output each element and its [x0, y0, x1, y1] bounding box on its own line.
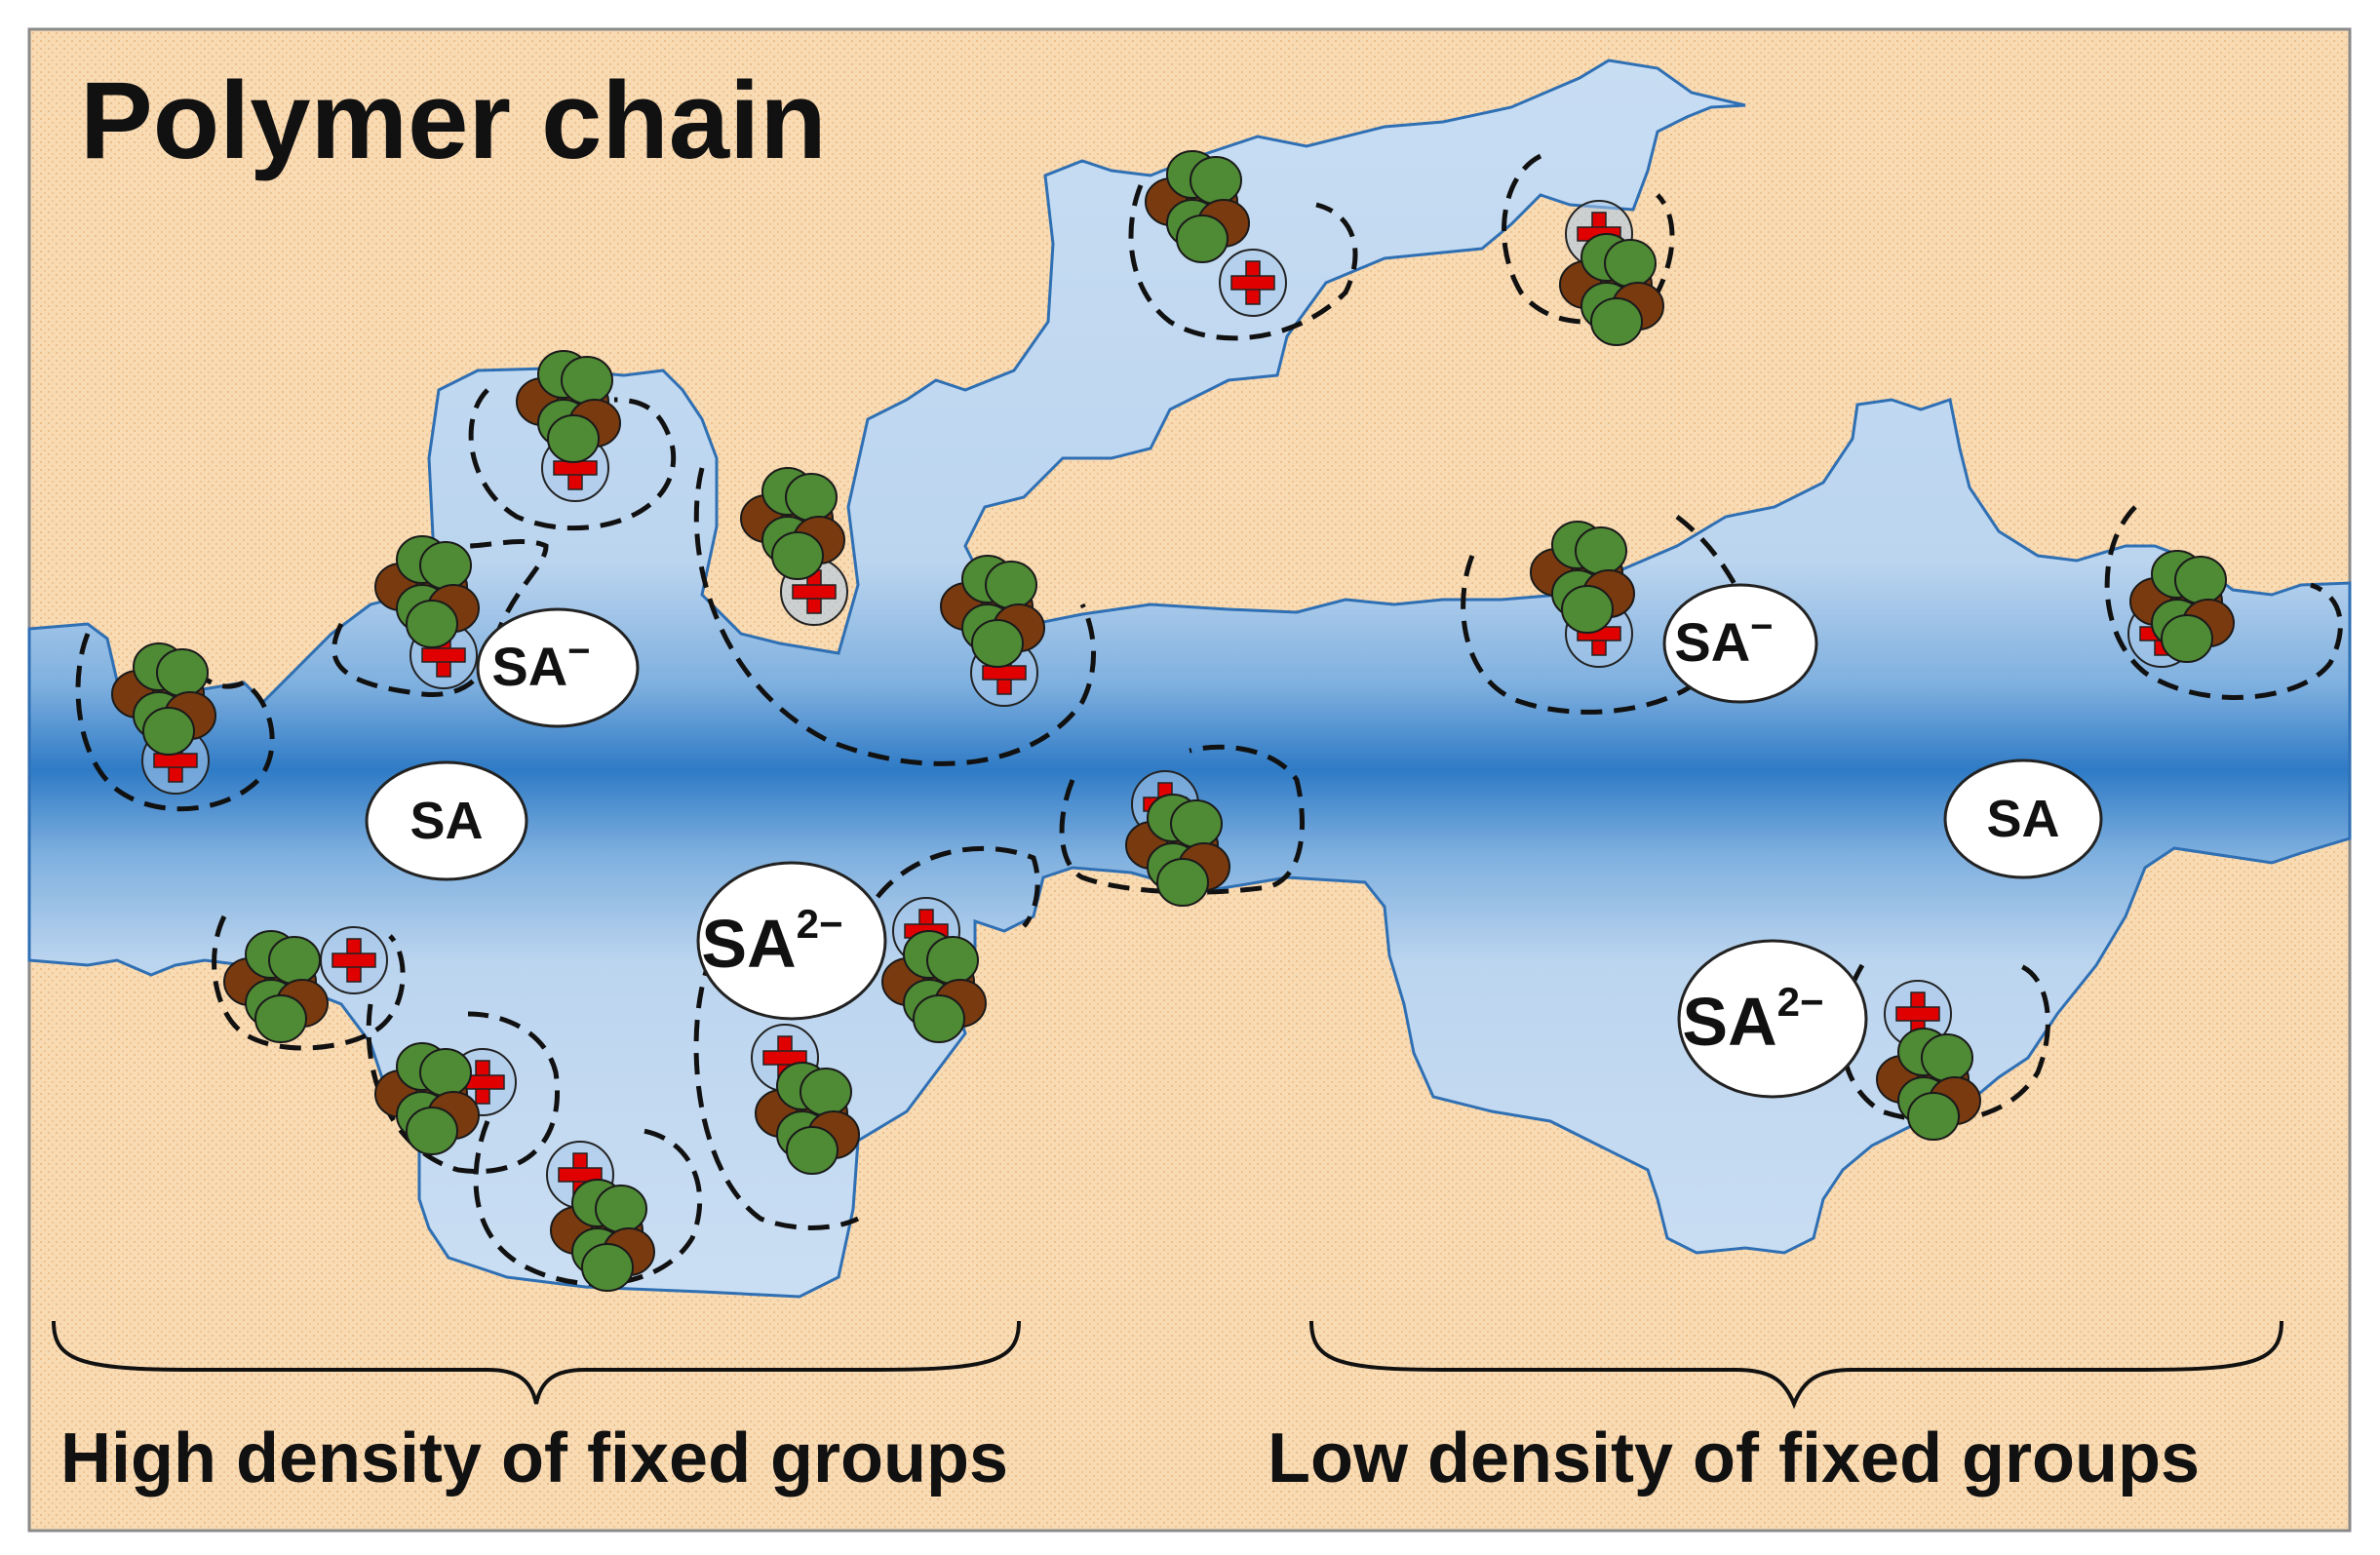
- diagram-title: Polymer chain: [80, 59, 827, 181]
- solvation-shell: [1461, 555, 1698, 715]
- solvation-shell: [1059, 744, 1306, 895]
- solvation-shell: [75, 633, 275, 812]
- counterion-clusters: [111, 150, 2235, 1292]
- counterion-cluster-icon: [1125, 794, 1230, 907]
- svg-text:SA−: SA−: [1674, 605, 1773, 673]
- charge-label: −: [1750, 605, 1773, 648]
- counterion-cluster-icon: [223, 930, 329, 1043]
- solvation-shell: [468, 388, 677, 531]
- region-braces: [52, 1320, 2283, 1410]
- fixed-group-plus-icon: [1219, 249, 1287, 317]
- solvation-shell: [473, 1120, 703, 1287]
- counterion-cluster-icon: [374, 1042, 480, 1155]
- fixed-group-plus-icon: [320, 926, 388, 994]
- sa-minus-label: SA: [1674, 611, 1750, 673]
- sa-ion-left: SA: [365, 760, 528, 881]
- counterion-cluster-icon: [374, 535, 480, 648]
- charge-label: −: [567, 630, 590, 673]
- counterion-cluster-icon: [881, 930, 987, 1043]
- solvation-shell: [693, 467, 1096, 766]
- charge-label: 2−: [1777, 979, 1824, 1025]
- brace-high-density: [52, 1320, 1021, 1405]
- solvation-shell: [212, 914, 406, 1051]
- solvation-shell: [366, 1003, 560, 1174]
- solvation-shell: [2104, 505, 2343, 700]
- solvation-shell: [693, 954, 860, 1230]
- svg-text:SA2−: SA2−: [1682, 979, 1823, 1060]
- sa-2minus-label: SA: [1682, 984, 1776, 1060]
- counterion-cluster-icon: [1530, 521, 1635, 634]
- svg-text:SA2−: SA2−: [701, 901, 842, 982]
- sa-minus-ion-left: SA−: [476, 607, 640, 728]
- sa-minus-ion-right: SA−: [1662, 583, 1818, 704]
- charge-label: 2−: [797, 901, 843, 947]
- counterion-cluster-icon: [755, 1062, 860, 1175]
- brace-low-density: [1309, 1320, 2283, 1410]
- sa-2minus-ion-left: SA2−: [696, 861, 887, 1021]
- label-high-density: High density of fixed groups: [60, 1419, 1008, 1497]
- counterion-cluster-icon: [1145, 150, 1250, 263]
- solvation-shell: [876, 845, 1040, 928]
- solvation-shell: [1128, 184, 1358, 341]
- counterion-cluster-icon: [2129, 550, 2235, 663]
- label-low-density: Low density of fixed groups: [1268, 1419, 2200, 1497]
- counterion-cluster-icon: [1559, 233, 1664, 346]
- sa-label: SA: [410, 792, 483, 850]
- svg-text:SA−: SA−: [491, 630, 590, 697]
- counterion-cluster-icon: [550, 1179, 655, 1292]
- sa-minus-label: SA: [491, 636, 567, 697]
- counterion-cluster-icon: [740, 467, 845, 580]
- sa-ion-right: SA: [1943, 758, 2103, 879]
- solvation-shells: [75, 153, 2343, 1287]
- sa-2minus-label: SA: [701, 906, 796, 982]
- sa-2minus-ion-right: SA2−: [1677, 939, 1868, 1099]
- counterion-cluster-icon: [1876, 1028, 1981, 1141]
- mobile-ions: SA SA− SA2− SA− SA SA2−: [365, 583, 2103, 1099]
- solvation-shell: [1502, 153, 1675, 325]
- counterion-cluster-icon: [516, 350, 621, 463]
- counterion-cluster-icon: [940, 555, 1045, 668]
- sa-label: SA: [1986, 790, 2059, 848]
- counterion-cluster-icon: [111, 642, 216, 756]
